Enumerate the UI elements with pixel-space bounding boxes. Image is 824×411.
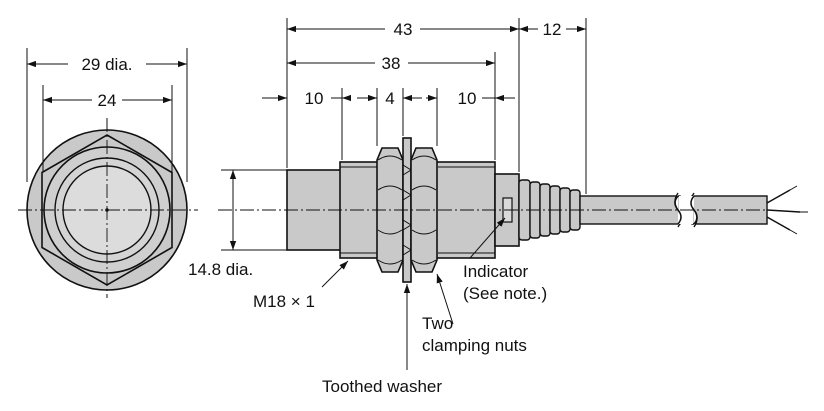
dim-cable-length: 12 <box>543 20 562 39</box>
thread-label: M18 × 1 <box>253 292 315 311</box>
dim-threaded-length: 38 <box>382 54 401 73</box>
dim-across-flats: 24 <box>98 91 117 110</box>
dim-outer-diameter: 29 dia. <box>81 55 132 74</box>
wire-ends <box>766 189 801 231</box>
indicator-leader <box>469 217 506 259</box>
nuts-label-line2: clamping nuts <box>422 336 527 355</box>
indicator-note: (See note.) <box>463 284 547 303</box>
dim-segment-right: 10 <box>458 89 477 108</box>
side-view: 43 12 38 10 4 10 14.8 dia. M18 × 1 <box>188 18 808 396</box>
washer-label: Toothed washer <box>322 377 442 396</box>
nuts-leader <box>436 273 454 325</box>
nuts-label-line1: Two <box>422 314 453 333</box>
thread-leader <box>321 260 349 288</box>
dim-total-length: 43 <box>394 20 413 39</box>
dim-face-diameter: 14.8 dia. <box>188 260 253 279</box>
front-view: 29 dia. 24 <box>18 48 198 298</box>
dim-segment-left: 10 <box>305 89 324 108</box>
dim-segment-middle: 4 <box>385 89 394 108</box>
indicator-label: Indicator <box>463 262 529 281</box>
